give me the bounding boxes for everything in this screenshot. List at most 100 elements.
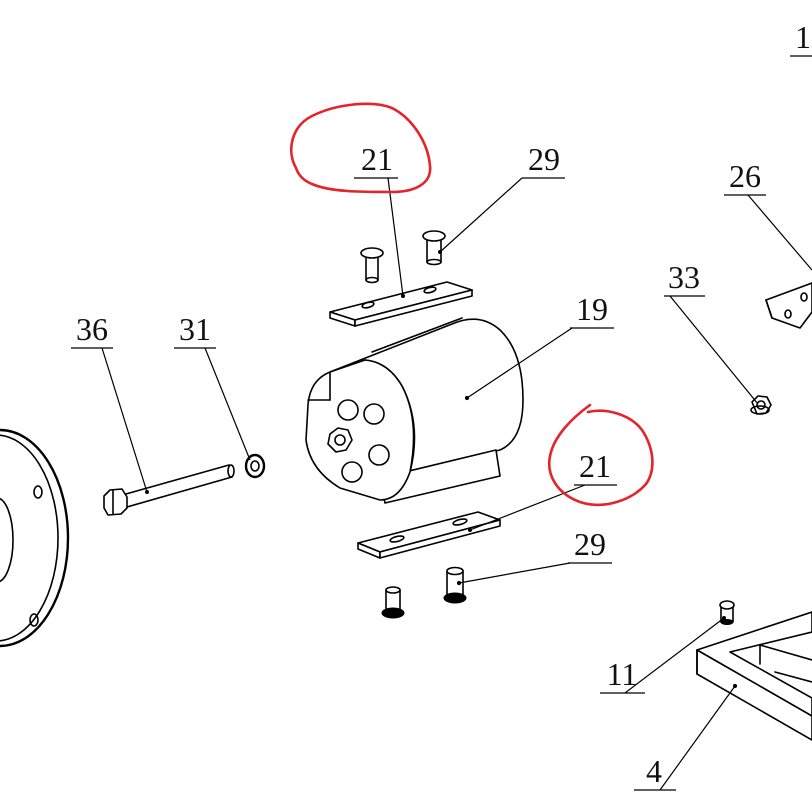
screw-upper-right [422,230,446,266]
bolt-hex-head [103,488,128,516]
callout-26: 26 [724,158,812,271]
callout-33: 33 [664,259,759,405]
small-nut-bore [756,400,766,410]
callout-leader [747,194,812,271]
drum-face-hole-4 [341,461,363,483]
flange-disc [0,428,70,648]
callout-label: 36 [76,311,108,347]
callout-leader [101,347,148,493]
flange-bolt-hole-upper [33,485,43,499]
screw-upper-right-head [422,230,446,242]
blade-upper-front-face [354,289,473,327]
drum-face-hole-3 [368,444,390,466]
callout-31: 31 [174,311,251,461]
base-frame [696,611,812,741]
screw-lower-left-tip [385,586,401,594]
callout-leader [624,617,725,694]
cutter-drum [305,317,524,504]
screw-lower-right-tip [446,566,464,576]
screw-lower-left-head [381,607,405,619]
bracket-plate-hole-2 [800,292,808,302]
callout-label: 26 [729,158,761,194]
long-bolt [103,464,235,516]
red-circle-annotation-lower [547,403,654,507]
washer-outer [244,453,266,479]
bracket-plate-hole-1 [784,309,792,319]
callout-leader-dot [464,395,470,401]
screw-lower-left [381,586,405,619]
washer [244,453,266,479]
callout-leader-dot [468,528,472,532]
callout-label: 31 [179,311,211,347]
small-nut-washer [750,405,770,415]
washer-inner [250,460,260,472]
frame-screw [719,600,735,625]
callout-leader [204,347,251,461]
callout-label: 29 [574,526,606,562]
callout-label: 4 [646,753,662,789]
callout-label: 33 [668,259,700,295]
callout-leader-dot [722,616,726,620]
callout-11: 11 [600,616,726,694]
callout-leader-dot [145,490,149,494]
drum-hub-nut [327,427,353,453]
callout-leader [659,685,736,791]
bolt-shaft-top-edge [125,464,230,495]
callout-leader-dot [732,683,738,689]
callout-1: 1 [790,19,812,57]
callout-label: 29 [528,141,560,177]
screw-upper-left-head [360,247,384,259]
screw-upper-right-tip [426,258,442,266]
drum-cylinder-body [329,318,524,473]
callout-leader [458,562,571,584]
callout-leader [466,327,573,399]
blade-upper-slot-2 [423,286,437,294]
callout-36: 36 [71,311,149,494]
callout-21-lower: 21 [468,448,617,532]
drum-front-face [305,359,415,501]
flange-center-hole [0,497,14,583]
callout-29-upper: 29 [438,141,565,254]
callout-4: 4 [634,683,738,791]
screw-upper-left-shank [365,255,379,281]
callout-leader-dot [438,250,442,254]
callout-label: 21 [579,448,611,484]
flange-outer-rim [0,428,70,648]
bolt-shaft-bottom-edge [126,476,233,508]
frame-cross-member-top [759,644,812,661]
callout-label: 19 [576,291,608,327]
callout-leader [387,177,404,297]
screw-upper-left-tip [365,276,379,284]
frame-screw-head [719,600,735,610]
screw-upper-left [360,247,384,284]
callout-label: 1 [795,19,811,55]
callout-29-lower: 29 [456,526,612,586]
red-circle-annotation-upper [289,102,432,194]
drum-top-flat-edge [371,317,463,353]
screw-lower-right-head [443,592,467,604]
frame-cross-member-lower [774,671,812,683]
drum-face-hole-2 [363,403,385,425]
callout-label: 11 [607,656,638,692]
blade-lower [357,511,501,559]
callout-label: 21 [361,141,393,177]
callout-21-upper: 21 [354,141,405,298]
bracket-plate-body [765,282,812,329]
blade-upper-slot-1 [361,301,375,309]
drum-face-hole-1 [337,399,359,421]
flange-bolt-hole-lower [29,613,39,627]
callout-leader [669,295,759,405]
bolt-shaft-end [227,464,235,478]
blade-lower-slot-2 [452,518,468,526]
callout-leader [469,484,586,531]
callout-19: 19 [464,291,614,401]
screw-lower-right [443,566,467,604]
frame-top-surface [696,611,812,717]
callout-leader-dot [401,294,405,298]
callout-leader [439,177,523,253]
bracket-plate-edge [765,299,773,319]
blade-upper [329,281,473,327]
bracket-plate [765,282,812,329]
flange-inner-rim [0,434,59,642]
